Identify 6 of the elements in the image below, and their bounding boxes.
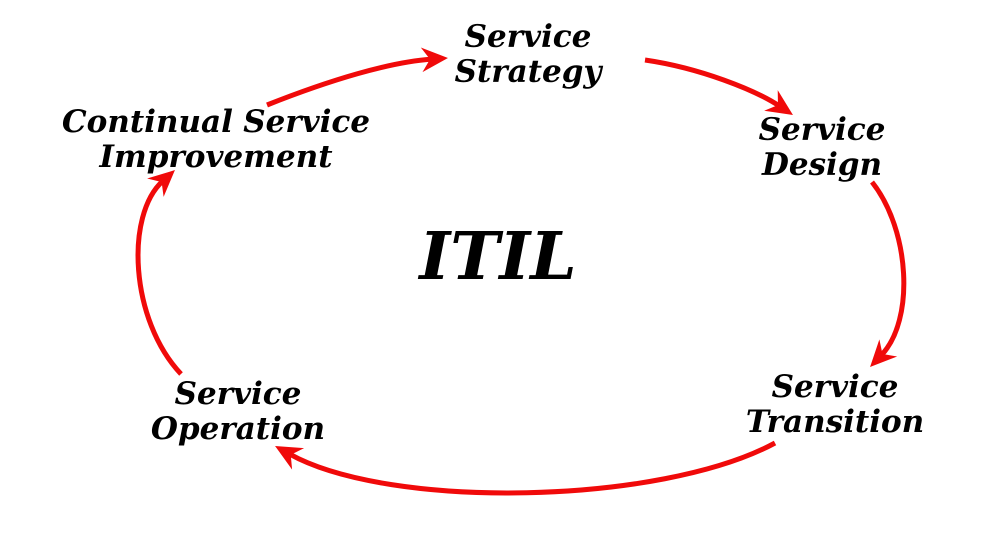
stage-label: Service Operation: [152, 380, 324, 446]
stage-label: Service Design: [759, 116, 884, 182]
stage-label: Service Strategy: [454, 23, 604, 89]
stage-label: Continual Service Improvement: [62, 108, 369, 174]
stage-label: Service Transition: [747, 374, 922, 432]
title: ITIL: [418, 230, 573, 280]
